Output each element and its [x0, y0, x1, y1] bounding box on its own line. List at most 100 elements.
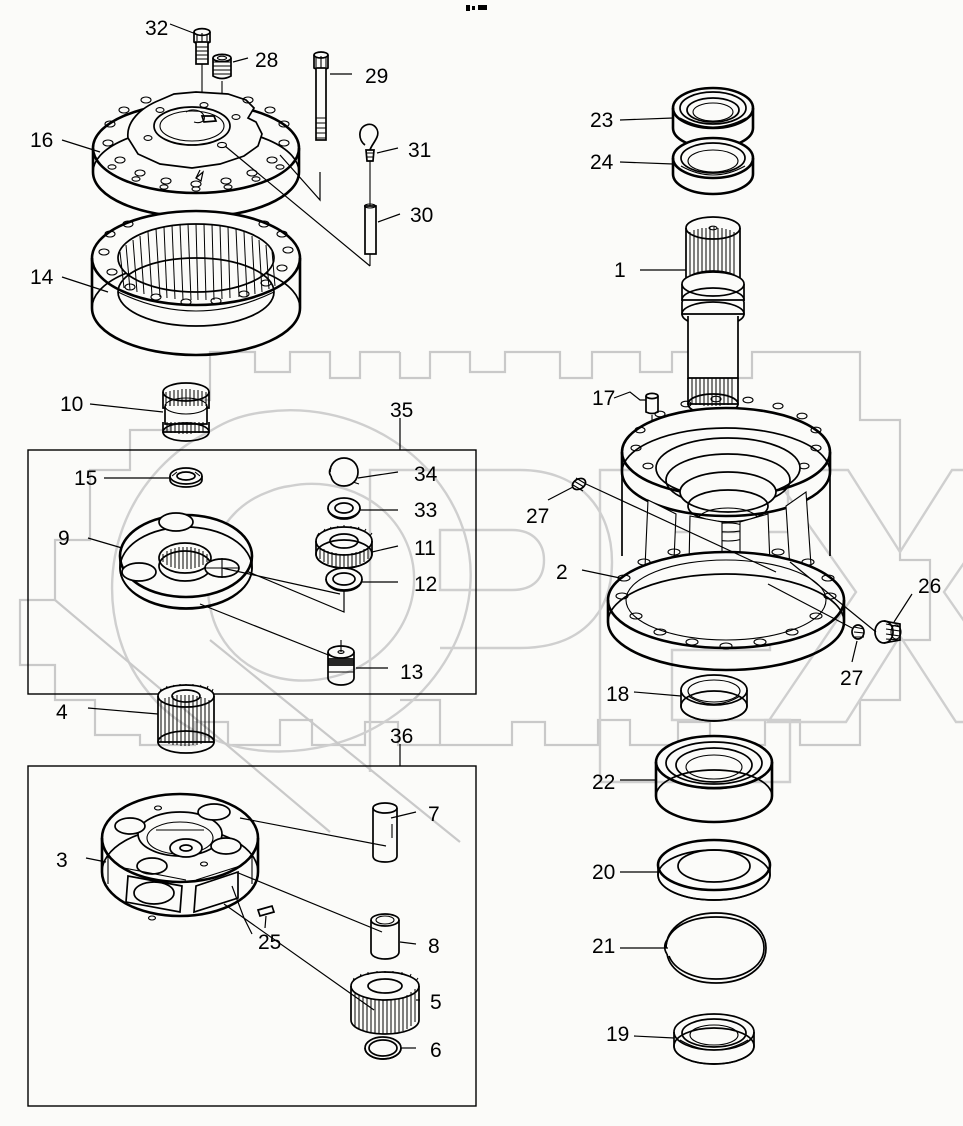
- callout-23: 23: [590, 109, 614, 132]
- part-14-ring-gear: [90, 209, 302, 357]
- part-10-sun-gear: [162, 382, 210, 442]
- part-6-thrust-washer: [364, 1036, 402, 1060]
- subassembly-box-35: [27, 449, 477, 695]
- callout-4: 4: [56, 701, 68, 724]
- part-26-plug-large: [874, 620, 902, 644]
- callout-31: 31: [408, 139, 432, 162]
- part-22-roller-bearing: [654, 734, 774, 824]
- part-7-planet-shaft: [372, 802, 398, 863]
- leader-cover-to-30: [224, 145, 371, 267]
- leader-16: [61, 139, 101, 153]
- callout-8: 8: [428, 935, 440, 958]
- part-27-plug-lower: [851, 624, 865, 640]
- callout-35: 35: [390, 399, 414, 422]
- callout-19: 19: [606, 1023, 630, 1046]
- callout-16: 16: [30, 129, 54, 152]
- part-29-long-bolt: [313, 51, 329, 141]
- part-25-spring-pin: [256, 904, 276, 918]
- callout-32: 32: [145, 17, 169, 40]
- callout-3: 3: [56, 849, 68, 872]
- subassembly-box-36: [27, 765, 477, 1107]
- leader-25: [264, 915, 267, 929]
- callout-28: 28: [255, 49, 279, 72]
- callout-27-lower: 27: [840, 667, 864, 690]
- leader-3: [85, 857, 107, 863]
- leader-8: [399, 941, 417, 945]
- leader-27b-tip: [767, 583, 853, 629]
- leader-9-to-13: [199, 603, 337, 659]
- part-24-bearing-cup: [671, 136, 755, 196]
- callout-26: 26: [918, 575, 942, 598]
- part-34-snap-ring: [328, 457, 360, 487]
- leader-32: [169, 23, 197, 35]
- callout-15: 15: [74, 467, 98, 490]
- leader-3-to-5: [223, 903, 375, 1011]
- callout-6: 6: [430, 1039, 442, 1062]
- leader-34: [357, 471, 399, 479]
- part-19-lower-seal: [673, 1013, 755, 1065]
- leader-4: [87, 707, 159, 715]
- leader-26-tip: [789, 561, 877, 633]
- callout-2: 2: [556, 561, 568, 584]
- leader-23: [619, 117, 674, 121]
- callout-13: 13: [400, 661, 424, 684]
- callout-7: 7: [428, 803, 440, 826]
- callout-14: 14: [30, 266, 54, 289]
- callout-25: 25: [258, 931, 282, 954]
- part-1-output-shaft: [681, 216, 745, 415]
- part-21-snap-ring: [663, 912, 767, 984]
- callout-5: 5: [430, 991, 442, 1014]
- part-11-planet-gear: [315, 525, 373, 569]
- part-8-bushing: [370, 913, 400, 960]
- callout-10: 10: [60, 393, 84, 416]
- callout-27-upper: 27: [526, 505, 550, 528]
- leader-3-to-8: [235, 871, 383, 933]
- arrow-cover: [194, 170, 204, 182]
- part-30-dipstick-tube: [363, 203, 377, 266]
- part-9-planet-carrier: [118, 512, 254, 610]
- callout-21: 21: [592, 935, 616, 958]
- part-33-washer: [327, 497, 361, 520]
- leader-19: [633, 1035, 675, 1039]
- part-18-oil-seal: [680, 674, 748, 722]
- callout-29: 29: [365, 65, 389, 88]
- part-15-thrust-washer: [169, 467, 203, 488]
- part-13-planet-pin: [327, 640, 355, 686]
- leader-2: [581, 569, 621, 579]
- callout-12: 12: [414, 573, 438, 596]
- part-2-gearbox-housing: [606, 395, 846, 672]
- callout-34: 34: [414, 463, 438, 486]
- part-20-bearing-spacer: [656, 838, 772, 901]
- part-27-plug-upper: [571, 477, 587, 492]
- leader-27a: [547, 486, 574, 501]
- leader-3-to-7: [239, 817, 387, 847]
- leader-17: [613, 391, 646, 401]
- callout-36: 36: [390, 725, 414, 748]
- callout-33: 33: [414, 499, 438, 522]
- leader-9: [87, 537, 123, 549]
- leader-27b: [851, 640, 858, 663]
- leader-18: [633, 691, 682, 697]
- scan-artifact: [466, 5, 487, 11]
- part-5-planet-gear-2: [350, 971, 420, 1035]
- callout-30: 30: [410, 204, 434, 227]
- callout-20: 20: [592, 861, 616, 884]
- leader-24: [619, 161, 674, 165]
- leader-27a-tip: [585, 483, 777, 573]
- leader-10: [89, 403, 164, 413]
- callout-17: 17: [592, 387, 616, 410]
- callout-9: 9: [58, 527, 70, 550]
- part-4-sun-gear-2: [157, 684, 215, 754]
- leader-14: [61, 276, 109, 293]
- callout-22: 22: [592, 771, 616, 794]
- callout-1: 1: [614, 259, 626, 282]
- leader-cover-to-29: [279, 154, 321, 202]
- callout-24: 24: [590, 151, 614, 174]
- leader-26: [893, 593, 913, 623]
- part-3-carrier-2: [100, 792, 260, 921]
- leader-11: [371, 545, 399, 553]
- leader-28: [232, 57, 249, 63]
- leader-30: [377, 213, 401, 223]
